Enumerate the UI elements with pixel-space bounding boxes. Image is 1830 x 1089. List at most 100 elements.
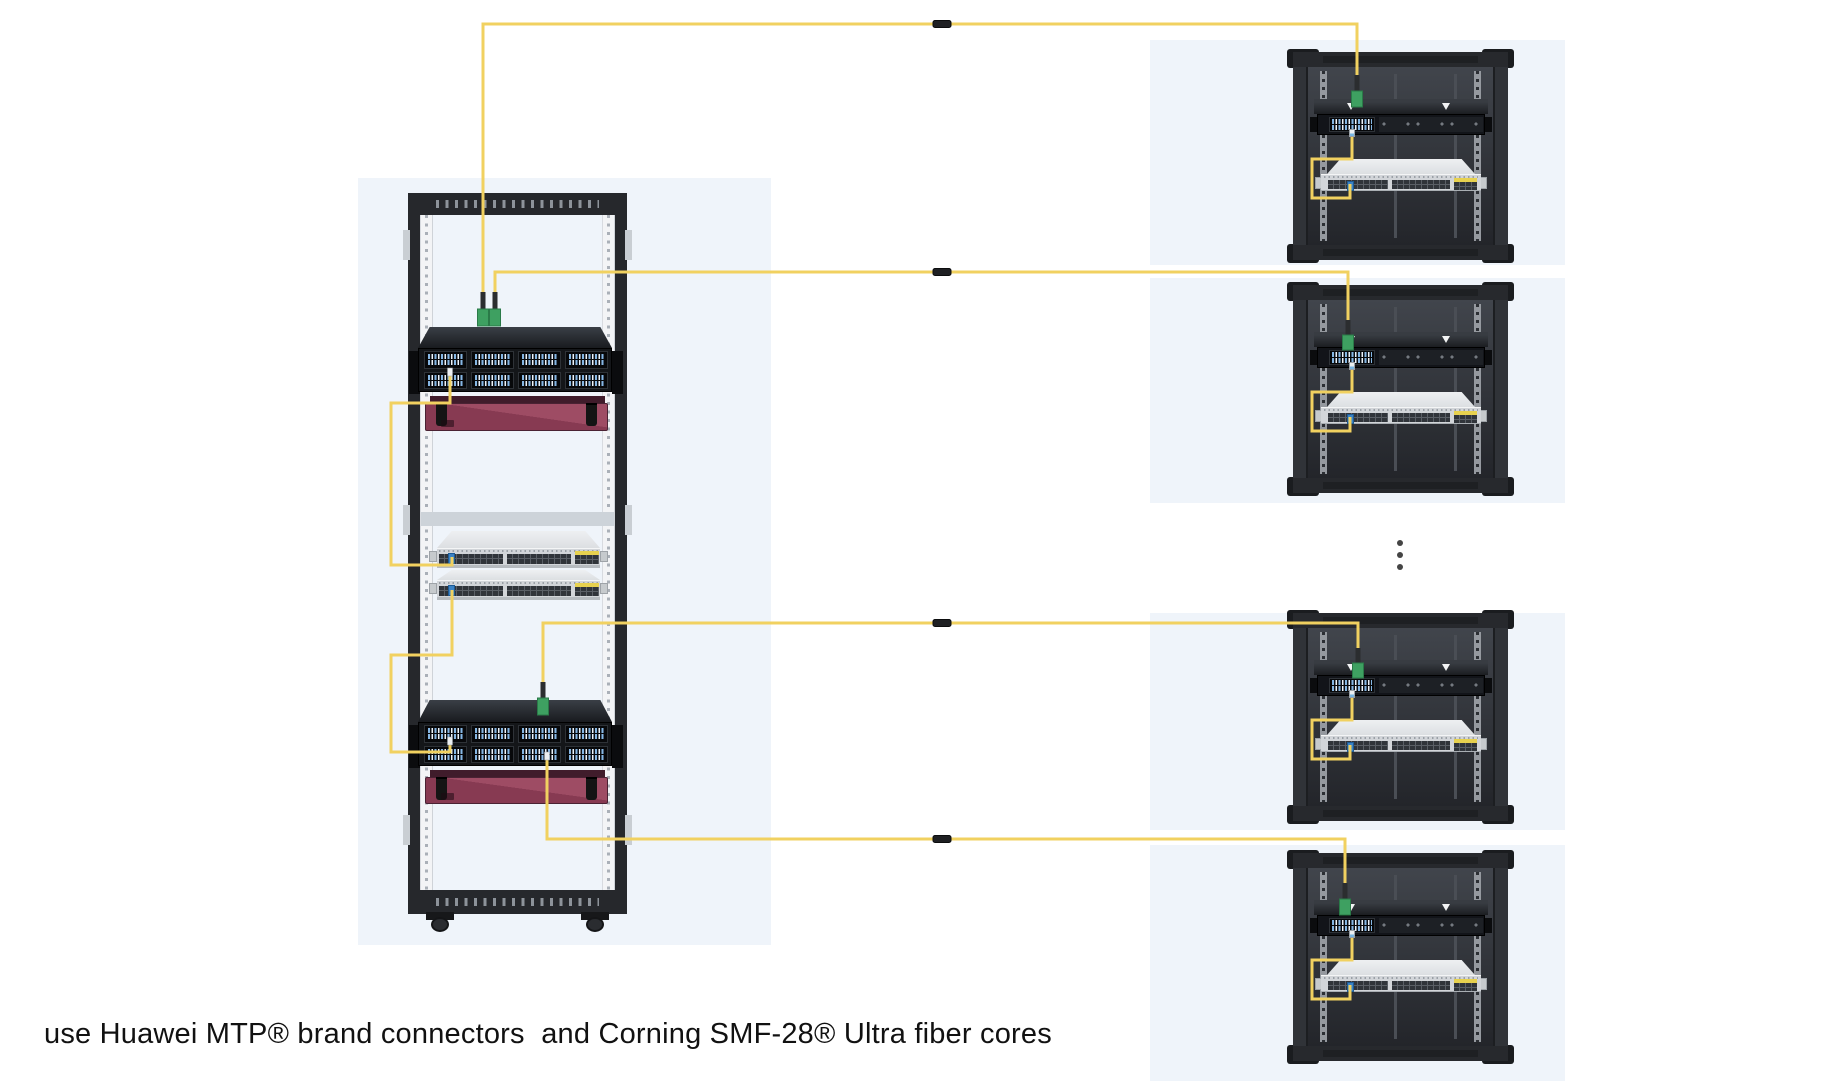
lc-cassette xyxy=(471,745,514,763)
mount-rail-left xyxy=(1320,872,1327,1042)
switch-ear xyxy=(1480,177,1487,189)
rail-bracket xyxy=(403,505,410,535)
panel-ear xyxy=(1484,918,1492,933)
arrow-marker xyxy=(1347,664,1355,671)
cable-shelf xyxy=(1314,99,1488,114)
cabinet-interior xyxy=(1308,628,1493,806)
bar-inset xyxy=(1323,56,1478,63)
rear-post xyxy=(1454,875,1457,1039)
blank-plates xyxy=(1379,918,1483,933)
arrow-marker xyxy=(1442,664,1450,671)
rail-bracket xyxy=(625,505,632,535)
edge-switch xyxy=(1321,975,1481,992)
cabinet-left-column xyxy=(1293,868,1308,1046)
port-label xyxy=(1454,979,1477,983)
switch-1-top xyxy=(437,531,600,548)
edge-switch xyxy=(1321,735,1481,752)
cabinet-interior xyxy=(1308,868,1493,1046)
rear-post xyxy=(1394,635,1397,799)
arrow-marker xyxy=(1347,336,1355,343)
switch-top xyxy=(1327,392,1475,407)
rear-post xyxy=(1454,74,1457,238)
rear-post xyxy=(1394,307,1397,471)
port-group xyxy=(575,555,599,564)
port-group xyxy=(575,587,599,596)
port-label xyxy=(575,583,599,587)
edge-rack-1 xyxy=(1287,49,1514,263)
lc-cassette-grid xyxy=(424,351,608,389)
port-group xyxy=(1454,743,1477,751)
caster xyxy=(581,912,609,920)
port-group xyxy=(1328,741,1388,750)
lc-plug xyxy=(1349,362,1355,370)
arrow-marker xyxy=(1442,336,1450,343)
vent-strip xyxy=(439,550,598,552)
caster-wheel xyxy=(431,917,449,932)
mount-rail-right xyxy=(1474,632,1481,802)
port-group xyxy=(1392,413,1450,422)
rear-post xyxy=(1454,307,1457,471)
mount-rail-left xyxy=(1320,71,1327,241)
panel-ear xyxy=(1484,350,1492,365)
diagram-caption: use Huawei MTP® brand connectors and Cor… xyxy=(44,1018,1052,1050)
cabinet-left-column xyxy=(1293,300,1308,478)
vent-strip xyxy=(1324,409,1478,411)
blank-plates xyxy=(1379,350,1483,365)
lc-plug xyxy=(1349,690,1355,698)
vent-strip xyxy=(1324,737,1478,739)
rail-bracket xyxy=(403,230,410,260)
lc-cassette xyxy=(424,745,467,763)
switch-2 xyxy=(437,580,600,600)
edge-rack-4 xyxy=(1287,850,1514,1064)
switch-top xyxy=(1327,960,1475,975)
switch-1 xyxy=(437,548,600,568)
port-group xyxy=(1328,180,1388,189)
lc-cassette xyxy=(424,725,467,743)
lc-cassette xyxy=(471,371,514,389)
cabinet-interior xyxy=(1308,300,1493,478)
port-group xyxy=(1392,180,1450,189)
patch-panel-upper-top xyxy=(418,327,612,348)
patch-panel-lower-top xyxy=(418,700,612,722)
port-group xyxy=(1392,741,1450,750)
panel-ear xyxy=(1484,678,1492,693)
rail-bracket xyxy=(625,815,632,845)
cabinet-top-bar xyxy=(1293,853,1508,868)
edge-rack-2 xyxy=(1287,282,1514,496)
lc-cassette xyxy=(424,371,467,389)
edge-rack-3 xyxy=(1287,610,1514,824)
uplink-port xyxy=(1347,742,1354,752)
rail-bracket xyxy=(403,815,410,845)
more-racks-dot xyxy=(1397,540,1403,546)
lc-plug xyxy=(1349,129,1355,137)
port-group xyxy=(1328,413,1388,422)
fiber-enclosure-lower-top xyxy=(430,770,605,778)
switch-ear xyxy=(1480,738,1487,750)
port-group xyxy=(1454,415,1477,423)
mount-rail-right xyxy=(1474,872,1481,1042)
cabinet-bottom-bar xyxy=(1293,1046,1508,1061)
mount-rail-right xyxy=(1474,71,1481,241)
port-label xyxy=(575,551,599,555)
switch-ear xyxy=(1480,978,1487,990)
switch-ear xyxy=(429,583,437,594)
arrow-marker xyxy=(1347,904,1355,911)
port-group xyxy=(1328,981,1388,990)
enclosure-latch xyxy=(436,777,447,800)
lc-cassette xyxy=(471,725,514,743)
switch-ear xyxy=(429,551,437,562)
switch-ear xyxy=(600,551,608,562)
lc-cassette-grid xyxy=(424,725,608,763)
rail-bracket xyxy=(625,230,632,260)
edge-switch xyxy=(1321,407,1481,424)
port-group xyxy=(1454,182,1477,190)
panel-ear xyxy=(612,351,623,394)
cabinet-bottom-bar xyxy=(1293,806,1508,821)
switch-base xyxy=(437,565,600,568)
blank-plates xyxy=(1379,678,1483,693)
mount-rail-left xyxy=(1320,304,1327,474)
fiber-enclosure-upper-top xyxy=(430,396,605,404)
rear-post xyxy=(1394,875,1397,1039)
uplink-port xyxy=(1347,414,1354,424)
